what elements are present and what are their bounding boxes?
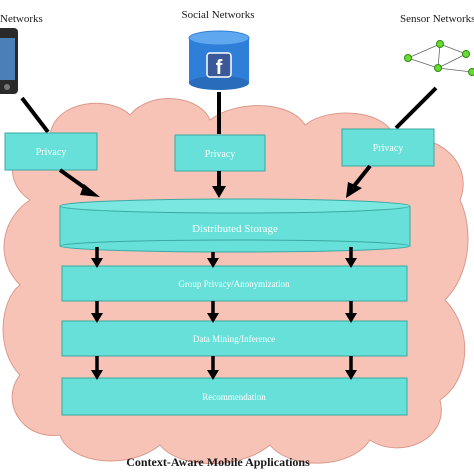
mobile-phone-icon bbox=[0, 28, 18, 94]
footer-label: Context-Aware Mobile Applications bbox=[126, 455, 310, 469]
arrowhead-left-upper bbox=[80, 184, 100, 197]
layer-data-mining: Data Mining/Inference bbox=[61, 320, 408, 357]
distributed-storage: Distributed Storage bbox=[59, 198, 411, 253]
layer-recommendation: Recommendation bbox=[61, 377, 408, 416]
arrow-privacy-right-to-storage bbox=[352, 164, 372, 188]
privacy-box-center: Privacy bbox=[174, 134, 266, 172]
layer-data-mining-label: Data Mining/Inference bbox=[193, 334, 275, 344]
sensor-networks-label: Sensor Networks bbox=[400, 13, 474, 25]
facebook-icon bbox=[206, 52, 232, 78]
sensor-network-icon bbox=[404, 40, 474, 76]
arrow-sensor-to-privacy bbox=[394, 86, 438, 130]
arrows-data-mining-to-recommendation bbox=[91, 356, 357, 380]
privacy-box-right: Privacy bbox=[341, 128, 435, 167]
arrow-mobile-to-privacy bbox=[20, 96, 50, 134]
mobile-networks-label: Networks bbox=[0, 13, 43, 25]
privacy-box-center-label: Privacy bbox=[205, 149, 236, 160]
social-network-database-icon: f bbox=[188, 30, 250, 90]
layer-recommendation-label: Recommendation bbox=[202, 392, 266, 402]
social-networks-label: Social Networks bbox=[181, 9, 254, 21]
arrows-group-privacy-to-data-mining bbox=[91, 301, 357, 323]
facebook-letter: f bbox=[216, 57, 223, 79]
arrowhead-center-upper bbox=[212, 186, 226, 198]
privacy-box-left: Privacy bbox=[4, 132, 98, 171]
arrows-storage-to-group-privacy bbox=[91, 247, 357, 268]
layer-group-privacy: Group Privacy/Anonymization bbox=[61, 265, 408, 302]
privacy-box-left-label: Privacy bbox=[36, 147, 67, 158]
privacy-box-right-label: Privacy bbox=[373, 143, 404, 154]
arrowhead-right-upper bbox=[346, 182, 362, 198]
distributed-storage-label: Distributed Storage bbox=[192, 223, 278, 235]
layer-group-privacy-label: Group Privacy/Anonymization bbox=[178, 279, 290, 289]
